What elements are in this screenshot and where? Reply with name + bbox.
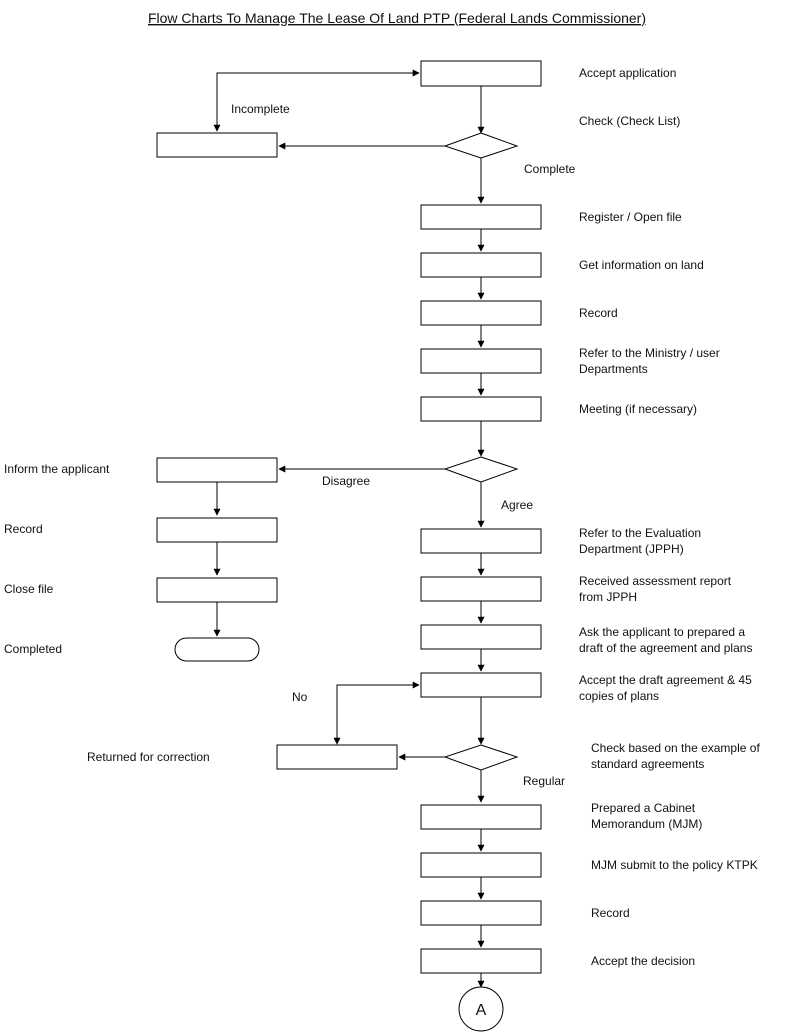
main-step-label-7-line-1: Meeting (if necessary) [579,402,697,416]
decision-meeting-result [443,456,519,483]
box-meeting [420,396,542,422]
decision-check-agreement [443,744,519,771]
main-step-label-16-line-1: Accept the decision [591,954,695,968]
box-refer-evaluation [420,528,542,554]
connector-a-label: A [476,1002,487,1019]
box-close-file [156,577,278,603]
box-cabinet-memorandum [420,804,542,830]
label-complete: Complete [524,162,576,176]
label-agree: Agree [501,498,533,512]
terminator-completed [174,637,260,662]
edge-correction-loop [336,681,420,744]
main-step-label-15-line-1: Record [591,906,630,920]
main-step-label-13-line-1: Prepared a Cabinet [591,801,696,815]
main-step-label-13-line-2: Memorandum (MJM) [591,817,702,831]
connector-a [458,986,504,1032]
label-regular: Regular [523,774,565,788]
main-step-label-6-line-1: Refer to the Ministry / user [579,346,720,360]
left-step-label-5-line-1: Returned for correction [87,750,210,764]
box-get-information [420,252,542,278]
main-step-label-5-line-1: Record [579,306,618,320]
flowchart-title: Flow Charts To Manage The Lease Of Land … [148,10,646,26]
left-step-label-2-line-1: Record [4,522,43,536]
main-step-label-3-line-1: Register / Open file [579,210,682,224]
main-step-label-4-line-1: Get information on land [579,258,704,272]
left-step-label-3-line-1: Close file [4,582,54,596]
main-step-label-12-line-1: Check based on the example of [591,741,760,755]
box-record-2 [420,900,542,926]
box-refer-ministry [420,348,542,374]
main-step-label-2-line-1: Check (Check List) [579,114,680,128]
flow-edges [213,69,485,988]
label-disagree: Disagree [322,474,370,488]
left-step-label-4-line-1: Completed [4,642,62,656]
decision-check-list [443,132,519,159]
main-step-label-9-line-1: Received assessment report [579,574,732,588]
main-step-label-12-line-2: standard agreements [591,757,704,771]
main-step-label-9-line-2: from JPPH [579,590,637,604]
label-no: No [292,690,308,704]
left-process-boxes [156,132,398,770]
main-step-label-8-line-1: Refer to the Evaluation [579,526,701,540]
box-mjm-submit [420,852,542,878]
main-step-label-6-line-2: Departments [579,362,648,376]
main-step-label-10-line-1: Ask the applicant to prepared a [579,625,745,639]
main-step-label-11-line-2: copies of plans [579,689,659,703]
label-incomplete: Incomplete [231,102,290,116]
main-step-label-1-line-1: Accept application [579,66,676,80]
box-record [420,300,542,326]
box-returned-correction [276,744,398,770]
box-accept-application [420,60,542,87]
decision-diamonds [443,132,519,771]
main-step-label-14-line-1: MJM submit to the policy KTPK [591,858,758,872]
branch-labels: Incomplete Complete Disagree Agree No Re… [231,102,576,788]
main-step-label-8-line-2: Department (JPPH) [579,542,684,556]
box-inform-applicant [156,457,278,483]
box-register-open-file [420,204,542,230]
left-step-label-1-line-1: Inform the applicant [4,462,110,476]
main-step-label-10-line-2: draft of the agreement and plans [579,641,752,655]
box-accept-decision [420,948,542,974]
box-received-report [420,576,542,602]
box-record-left [156,517,278,543]
box-accept-draft [420,672,542,698]
main-step-label-11-line-1: Accept the draft agreement & 45 [579,673,752,687]
main-process-boxes [420,60,542,974]
box-ask-applicant [420,624,542,650]
box-incomplete [156,132,278,158]
